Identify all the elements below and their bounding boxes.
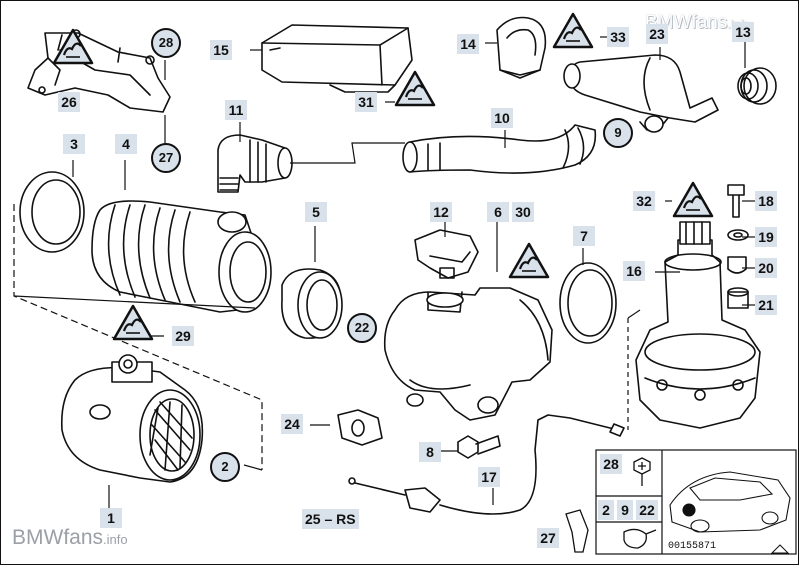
legend-label-2: 2 [598,500,614,520]
label-part-25: 25 – RS [302,509,359,529]
bolt-part [457,435,501,459]
hose-part [402,124,597,174]
label-part-6: 6 [487,202,509,222]
label-part-14: 14 [457,34,479,54]
label-part-31: 31 [355,92,377,112]
circle-label-part-27: 27 [151,143,181,173]
clip-part [337,409,383,446]
warning-triangle-icon [394,70,436,107]
label-part-16: 16 [623,261,645,281]
throttle-housing-part [383,287,553,421]
label-part-1: 1 [100,508,122,528]
label-part-13: 13 [732,22,754,42]
label-part-18: 18 [755,191,777,211]
warning-triangle-icon [112,304,154,341]
legend-label-22: 22 [636,500,658,520]
o-ring-part [559,262,617,344]
accelerator-cable-part [348,414,625,515]
circle-label-part-22: 22 [347,313,377,343]
circle-label-part-2: 2 [210,452,240,482]
catalog-number: 00155871 [668,541,717,552]
label-part-23: 23 [646,24,668,44]
adapter-ring-part [281,268,343,339]
leader-lines [13,36,755,510]
label-part-30: 30 [512,202,534,222]
legend-label-9: 9 [617,500,633,520]
label-part-15: 15 [210,40,232,60]
air-flow-meter-part [60,354,204,483]
label-part-4: 4 [115,134,137,154]
sensor-part [414,229,479,279]
legend-label-28: 28 [600,454,622,474]
bracket-part [27,29,171,113]
label-part-3: 3 [63,134,85,154]
label-part-26: 26 [58,92,80,112]
fuel-pump-part [563,54,719,133]
clamp-part [496,16,547,79]
grommet-part [737,67,777,105]
label-part-12: 12 [430,202,452,222]
warning-triangle-icon [672,181,714,218]
car-location-icon [669,471,791,533]
circle-label-part-28: 28 [151,28,181,58]
legend-panel [565,449,797,555]
idle-valve-part [635,221,761,429]
label-part-24: 24 [281,414,303,434]
label-part-7: 7 [573,226,595,246]
label-part-17: 17 [478,467,500,487]
circle-label-part-9: 9 [603,118,633,148]
label-part-10: 10 [491,108,513,128]
legend-label-27: 27 [537,528,559,548]
label-part-20: 20 [755,258,777,278]
small-hardware-parts [727,184,749,309]
label-part-29: 29 [172,326,194,346]
watermark-bottom: BMWfans.info [12,526,128,549]
elbow-part [217,134,293,193]
warning-triangle-icon [552,12,594,49]
warning-triangle-icon [508,242,550,279]
label-part-11: 11 [225,100,247,120]
label-part-21: 21 [755,295,777,315]
label-part-5: 5 [305,202,327,222]
label-part-19: 19 [755,227,777,247]
label-part-32: 32 [633,191,655,211]
intake-bellows-part [91,200,272,313]
seal-ring-part [19,171,85,253]
control-unit-part [261,24,413,93]
label-part-8: 8 [419,442,441,462]
label-part-33: 33 [607,27,629,47]
